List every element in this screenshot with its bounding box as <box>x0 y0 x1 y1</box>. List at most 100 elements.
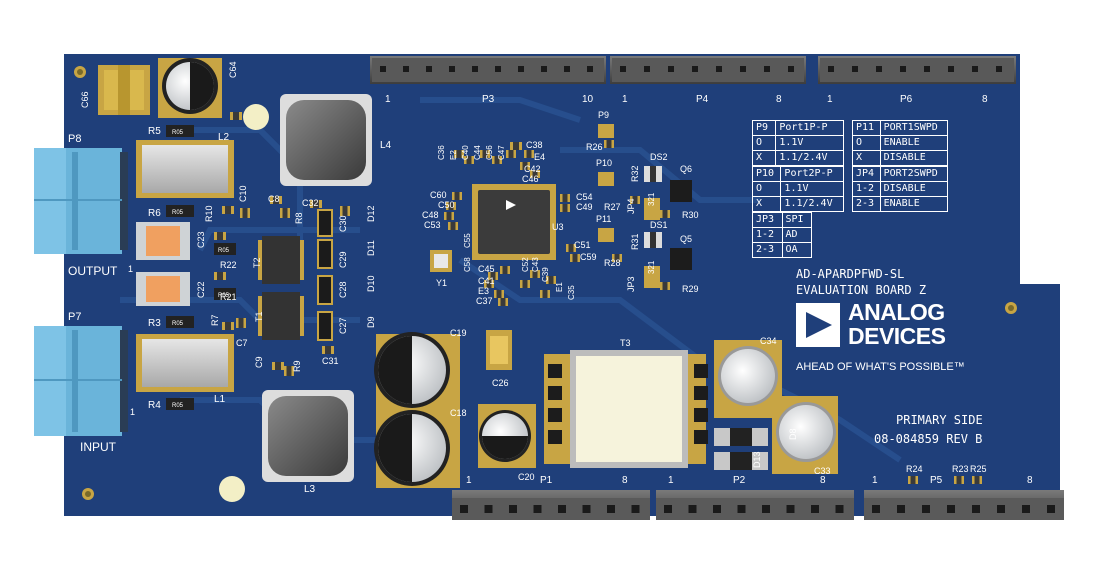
silk-r3: R3 <box>148 318 161 329</box>
silk-c55: C55 <box>463 233 472 248</box>
silk-r9: R9 <box>292 360 302 372</box>
header-p5-last-pin: 8 <box>1027 475 1033 486</box>
header-pin <box>472 66 478 72</box>
silk-r32: R32 <box>630 165 640 182</box>
header-p1[interactable] <box>452 490 650 520</box>
connector-label-p8: P8 <box>68 133 82 145</box>
silk-d13: D13 <box>752 451 762 468</box>
smd-passive-body <box>606 140 612 148</box>
smd-passive-body <box>974 476 980 484</box>
silk-c41: C41 <box>478 276 495 286</box>
silk-c47: C47 <box>497 145 506 160</box>
terminal-block-input[interactable] <box>34 326 128 436</box>
silk-jp-pins-0: 321 <box>647 192 656 206</box>
table-value-cell: AD <box>781 227 812 243</box>
silk-r28: R28 <box>604 258 621 268</box>
connector-pin1-input: 1 <box>130 407 136 417</box>
header-pin <box>426 66 432 72</box>
silk-r21: R21 <box>220 292 237 302</box>
smd-passive-body <box>526 150 532 158</box>
smd-passive-body <box>313 200 319 208</box>
crystal-y1 <box>430 250 452 272</box>
silk-r30: R30 <box>682 210 699 220</box>
smd-passive-body <box>548 276 554 284</box>
silk-r4: R4 <box>148 400 161 411</box>
smd-passive-body <box>273 196 279 204</box>
led-ds1 <box>644 232 662 248</box>
silk-c18: C18 <box>450 408 467 418</box>
header-pin <box>852 66 858 72</box>
silk-p11: P11 <box>596 214 611 224</box>
header-p2-label: P2 <box>733 475 746 486</box>
silk-r22: R22 <box>220 260 237 270</box>
silk-c40: C40 <box>461 145 470 160</box>
jumper-jp3 <box>644 266 660 288</box>
table-value-cell: Port2P-P <box>780 166 844 182</box>
header-pin <box>664 505 672 513</box>
resistor-marking-3: R05 <box>172 403 184 409</box>
table-key-cell: O <box>852 135 881 151</box>
transformer-t3 <box>544 350 708 468</box>
silk-r10: R10 <box>204 205 214 222</box>
silk-d9: D9 <box>366 316 376 328</box>
header-pin <box>631 505 640 513</box>
silk-c33: C33 <box>814 466 831 476</box>
header-pins-bottom <box>460 505 1055 513</box>
silk-c31: C31 <box>322 356 339 366</box>
header-p4[interactable] <box>610 56 806 84</box>
smd-passive-body <box>448 202 454 210</box>
silk-r27: R27 <box>604 202 621 212</box>
transformer-t1 <box>258 292 304 340</box>
diode-array <box>317 209 333 341</box>
smd-passive-body <box>275 362 281 370</box>
capacitor-c19 <box>374 332 460 412</box>
header-p6[interactable] <box>818 56 1016 84</box>
smd-passive-body <box>482 150 488 158</box>
silk-c66: C66 <box>80 91 90 108</box>
silk-e4: E4 <box>534 152 545 162</box>
silk-c20: C20 <box>518 472 535 482</box>
silk-c28: C28 <box>338 281 348 298</box>
connector-label-output: OUTPUT <box>68 264 118 278</box>
header-pin <box>786 505 795 513</box>
header-p5[interactable] <box>864 490 1064 520</box>
silk-t1: T1 <box>254 311 264 322</box>
table-key-cell: JP3 <box>752 212 783 228</box>
header-pin <box>713 505 721 513</box>
silk-c26: C26 <box>492 378 509 388</box>
transistor-q5 <box>670 248 692 270</box>
silk-r6: R6 <box>148 208 161 219</box>
capacitor-c33 <box>772 396 838 474</box>
silk-c36: C36 <box>437 145 446 160</box>
header-pin <box>872 505 880 513</box>
header-p3-last-pin: 10 <box>582 94 594 105</box>
smd-passive-body <box>956 476 962 484</box>
board-part-rev: 08-084859 REV B <box>874 432 983 446</box>
silk-c59: C59 <box>580 252 597 262</box>
header-p2[interactable] <box>656 490 854 520</box>
header-p3[interactable] <box>370 56 606 84</box>
smd-passive-body <box>614 254 620 262</box>
transformer-t2 <box>258 236 304 284</box>
smd-passive-body <box>496 290 502 298</box>
silk-c38: C38 <box>526 140 543 150</box>
header-pin <box>972 66 978 72</box>
silk-c9: C9 <box>254 356 264 368</box>
brand-line2: DEVICES <box>848 323 946 349</box>
terminal-block-output[interactable] <box>34 148 128 254</box>
capacitor-c26 <box>486 330 512 370</box>
table-key-cell: P9 <box>751 120 777 136</box>
table-key-cell: X <box>751 196 782 212</box>
resistor-marking-4: R05 <box>218 248 230 254</box>
header-pin <box>948 66 954 72</box>
silk-d12: D12 <box>366 205 376 222</box>
silk-p9: P9 <box>598 110 609 120</box>
header-pin <box>740 66 746 72</box>
header-pin <box>380 66 386 72</box>
